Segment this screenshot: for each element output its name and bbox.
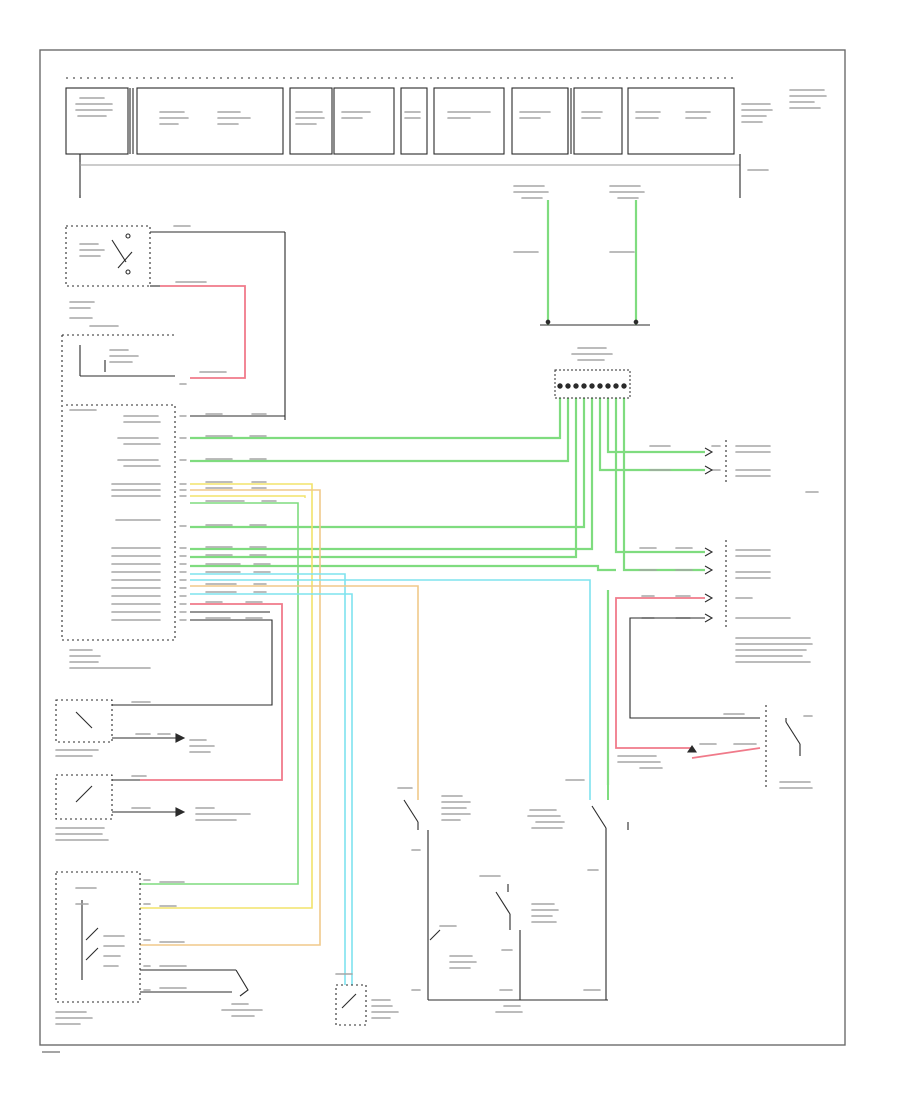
seat-belt-switch-left bbox=[55, 699, 186, 743]
fuse-cell-5 bbox=[400, 87, 428, 155]
fuse-cell-6 bbox=[433, 87, 505, 155]
wire-red-right-2 bbox=[691, 747, 761, 759]
wire-yellow-2 bbox=[190, 495, 306, 498]
passenger-switch bbox=[403, 799, 608, 1001]
hazard-switch bbox=[335, 984, 367, 1026]
right-rear-labels bbox=[527, 779, 599, 871]
fuse-cell-8 bbox=[573, 87, 623, 155]
wire-red-ignition bbox=[160, 285, 246, 379]
control-module-pins bbox=[179, 415, 187, 621]
fuse-cell-4 bbox=[333, 87, 395, 155]
right-rear-switch bbox=[591, 805, 629, 1000]
wire-red-lower bbox=[140, 603, 283, 781]
fuse-block bbox=[65, 77, 741, 198]
turn-signal-switch bbox=[55, 871, 249, 1003]
right-connector-marks bbox=[704, 440, 727, 630]
top-connectors bbox=[540, 319, 650, 326]
ignition-switch bbox=[65, 225, 286, 420]
green-wires bbox=[190, 200, 705, 785]
wire-yellow-1 bbox=[140, 483, 313, 909]
right-labels bbox=[639, 445, 819, 663]
control-module-labels bbox=[69, 409, 161, 669]
fuse-cell-9 bbox=[627, 87, 735, 155]
wire-orange-1 bbox=[140, 489, 321, 946]
fuse-block-labels bbox=[75, 89, 827, 171]
wire-red-right bbox=[615, 597, 705, 749]
wire-black-right bbox=[629, 617, 760, 719]
control-module bbox=[62, 404, 176, 641]
left-rear-switch bbox=[495, 884, 521, 1000]
wire-cyan-3 bbox=[190, 579, 591, 785]
top-connector-labels bbox=[513, 185, 645, 253]
fuse-cell-3 bbox=[289, 87, 333, 155]
wire-orange-2 bbox=[190, 585, 419, 800]
ignition-labels bbox=[69, 225, 207, 309]
wire-cyan-1 bbox=[190, 573, 346, 985]
brake-fluid-switch bbox=[55, 774, 186, 820]
brake-fluid-labels bbox=[55, 775, 251, 841]
turn-signal-labels bbox=[55, 879, 263, 1025]
passenger-labels bbox=[397, 787, 601, 1013]
left-rear-labels bbox=[479, 875, 559, 951]
splice-connector bbox=[554, 369, 631, 399]
wire-cyan-2 bbox=[190, 593, 353, 985]
fuse-cell-1 bbox=[65, 87, 129, 155]
diagram-border bbox=[39, 49, 846, 1046]
wire-labels bbox=[205, 413, 277, 619]
relay-box bbox=[61, 334, 175, 640]
fuse-cell-7 bbox=[511, 87, 569, 155]
relay-labels bbox=[69, 317, 227, 385]
seat-belt-switch-right bbox=[686, 705, 801, 790]
wire-black-lower bbox=[140, 619, 273, 706]
wire-green-yellow bbox=[140, 502, 299, 885]
seat-belt-switch-labels bbox=[617, 713, 813, 789]
splice-labels bbox=[571, 347, 613, 361]
seat-belt-left-labels bbox=[55, 701, 215, 757]
fuse-cell-2 bbox=[136, 87, 284, 155]
hazard-labels bbox=[335, 973, 399, 1019]
